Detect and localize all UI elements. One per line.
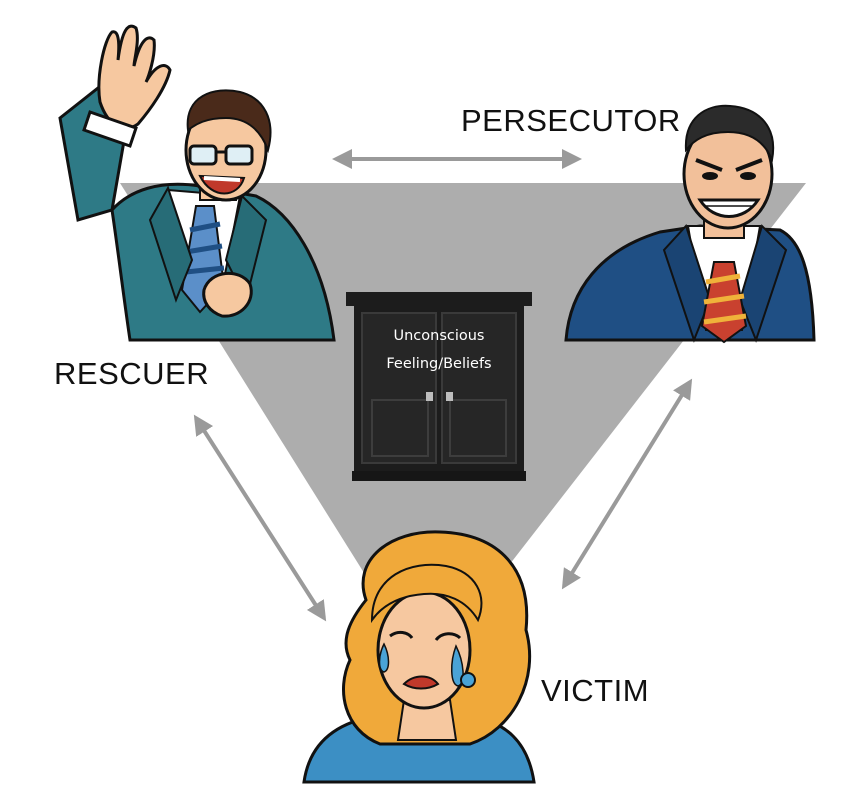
cabinet-icon — [346, 292, 532, 481]
rescuer-figure — [58, 24, 336, 342]
arrow-persecutor-victim — [561, 378, 693, 590]
rescuer-label: RESCUER — [54, 356, 210, 391]
victim-label: VICTIM — [541, 673, 650, 708]
arrow-rescuer-victim — [193, 414, 327, 622]
cabinet-label-line1: Unconscious — [393, 328, 485, 344]
victim-figure — [302, 530, 536, 784]
persecutor-label: PERSECUTOR — [461, 103, 681, 138]
cabinet-label-line2: Feeling/Beliefs — [386, 356, 492, 372]
persecutor-figure — [564, 104, 816, 344]
